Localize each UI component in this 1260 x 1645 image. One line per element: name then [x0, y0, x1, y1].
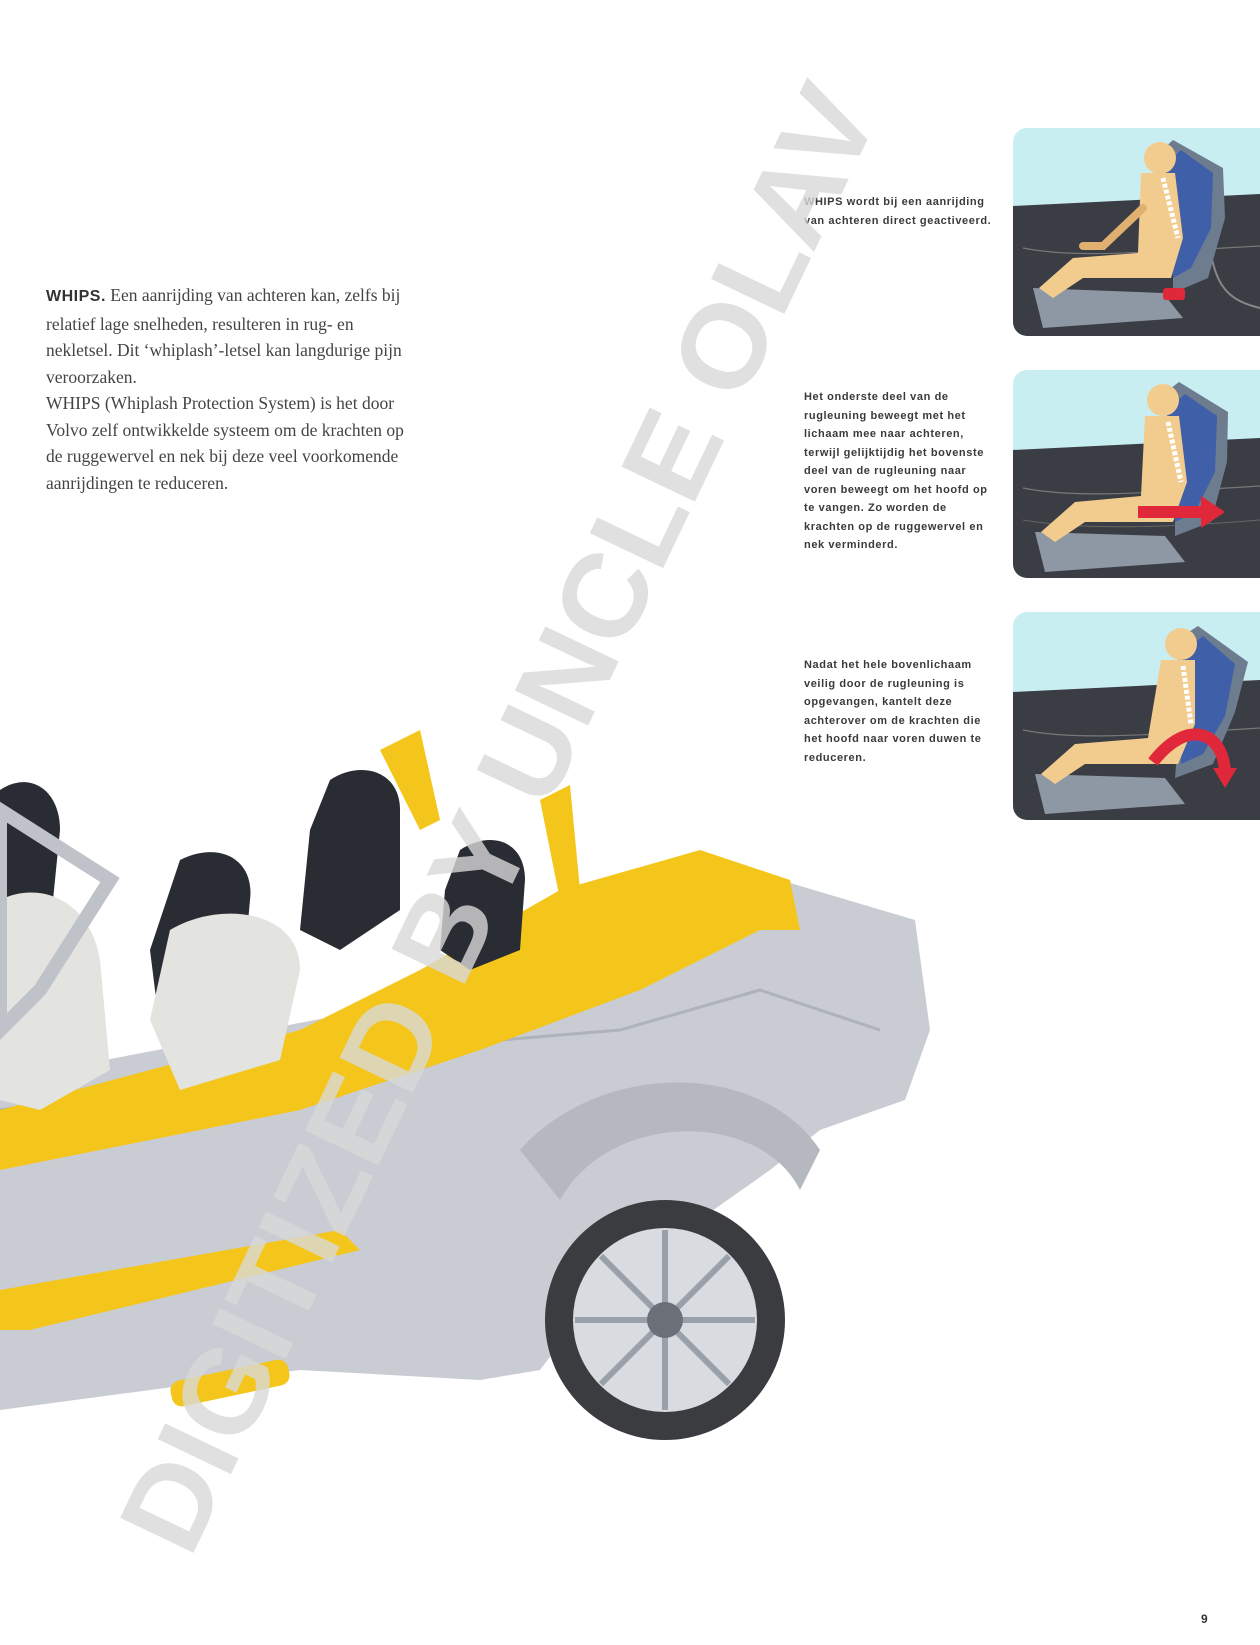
caption-step-3: Nadat het hele bovenlichaam veilig door … — [804, 659, 982, 764]
caption-step-2: Het onderste deel van de rugleuning bewe… — [804, 391, 988, 551]
intro-text: WHIPS. Een aanrijding van achteren kan, … — [46, 282, 416, 496]
caption-step-1: WHIPS wordt bij een aanrijding van achte… — [804, 196, 992, 227]
intro-lead: WHIPS. — [46, 288, 106, 305]
whips-diagram-step-3 — [1013, 612, 1260, 820]
page-number: 9 — [1201, 1612, 1208, 1626]
whips-diagram-step-2 — [1013, 370, 1260, 578]
intro-paragraph-2: WHIPS (Whiplash Protection System) is he… — [46, 393, 404, 493]
intro-body-1: Een aanrijding van achteren kan, zelfs b… — [46, 285, 402, 387]
car-cutaway-illustration — [0, 730, 1000, 1510]
intro-paragraph-1: WHIPS. Een aanrijding van achteren kan, … — [46, 282, 416, 390]
whips-diagram-step-1 — [1013, 128, 1260, 336]
